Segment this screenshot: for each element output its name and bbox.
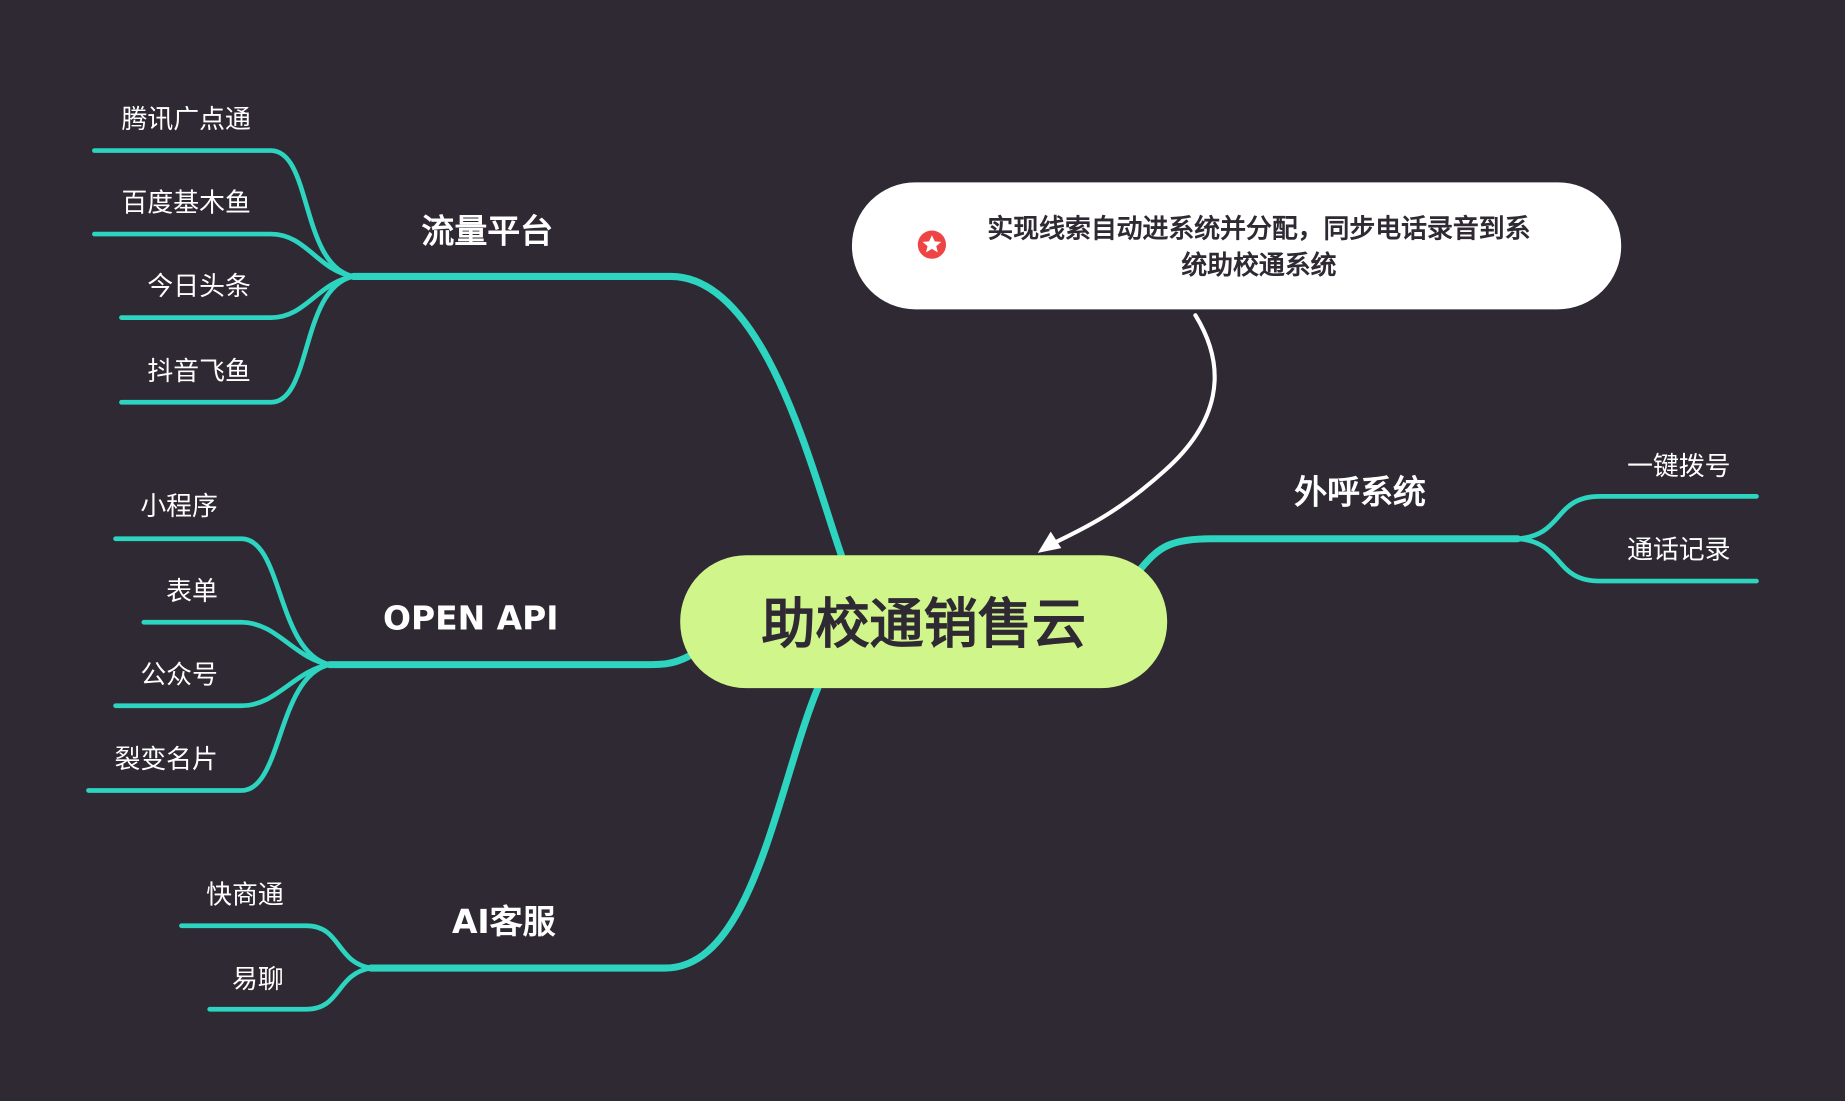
leaf-label[interactable]: 百度基木鱼 xyxy=(122,189,251,219)
note-text-line2: 统助校通系统 xyxy=(1181,250,1336,281)
leaf-label[interactable]: 易聊 xyxy=(232,965,284,995)
branch-line-outbound xyxy=(1137,535,1522,572)
leaf-label[interactable]: 抖音飞鱼 xyxy=(147,357,250,387)
leaf-label[interactable]: 裂变名片 xyxy=(114,745,217,775)
central-topic-label: 助校通销售云 xyxy=(761,592,1086,655)
outbound-leaf-lines xyxy=(1515,494,1759,584)
branch-line-ai xyxy=(367,684,822,972)
branch-label-openapi[interactable]: OPEN API xyxy=(383,598,558,637)
ai-leaf-lines xyxy=(179,923,374,1012)
openapi-leaf-lines xyxy=(86,536,333,793)
traffic-leaf-lines xyxy=(92,148,356,405)
arrowhead-icon xyxy=(1037,531,1062,553)
leaf-label[interactable]: 快商通 xyxy=(206,880,284,910)
leaf-label[interactable]: 小程序 xyxy=(140,492,218,522)
connector-arrow[interactable] xyxy=(1037,313,1217,553)
leaf-label[interactable]: 表单 xyxy=(166,577,218,607)
leaf-label[interactable]: 一键拨号 xyxy=(1627,452,1730,482)
leaf-label[interactable]: 腾讯广点通 xyxy=(122,105,251,135)
branch-label-ai[interactable]: AI客服 xyxy=(452,902,556,941)
leaf-label[interactable]: 今日头条 xyxy=(147,272,250,302)
branch-line-traffic xyxy=(349,272,845,559)
leaf-label[interactable]: 通话记录 xyxy=(1627,536,1730,566)
leaf-label[interactable]: 公众号 xyxy=(140,660,218,690)
callout-note[interactable]: 实现线索自动进系统并分配，同步电话录音到系 统助校通系统 xyxy=(851,182,1622,310)
branch-line-openapi xyxy=(326,652,692,669)
branch-label-outbound[interactable]: 外呼系统 xyxy=(1294,472,1426,511)
branch-label-traffic[interactable]: 流量平台 xyxy=(421,211,553,250)
star-icon xyxy=(917,230,947,259)
central-topic[interactable]: 助校通销售云 xyxy=(680,555,1168,689)
note-text-line1: 实现线索自动进系统并分配，同步电话录音到系 xyxy=(987,214,1530,245)
